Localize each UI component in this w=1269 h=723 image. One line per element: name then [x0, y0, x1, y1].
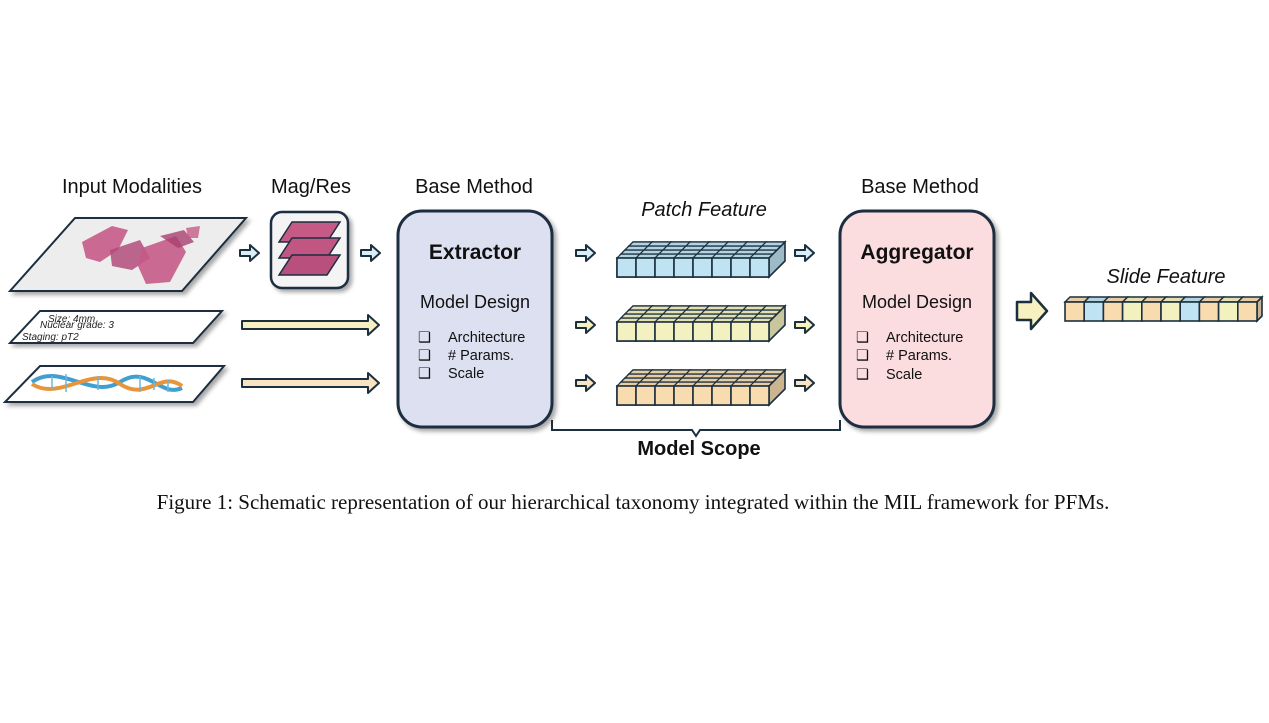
aggregator-item-architecture: Architecture: [886, 330, 963, 346]
aggregator-item-params: # Params.: [886, 348, 952, 364]
mag-res-stack-icon: [277, 221, 342, 276]
slide-feature-cell: [1083, 301, 1105, 322]
aggregator-model-design: Model Design: [862, 292, 972, 312]
patch-orange-to-aggregator-arrow-icon: [794, 374, 815, 392]
checkbox-icon: ❑: [418, 366, 431, 382]
metadata-size: Size: 4mm: [48, 314, 95, 325]
checkbox-icon: ❑: [856, 367, 869, 383]
aggregator-item-scale: Scale: [886, 367, 922, 383]
extractor-item-architecture: Architecture: [448, 330, 525, 346]
slide-feature-cell: [1217, 301, 1239, 322]
mag-res-header: Mag/Res: [271, 176, 351, 198]
dna-helix-icon: [30, 374, 184, 392]
checkbox-icon: ❑: [418, 348, 431, 364]
extractor-to-patch-blue-arrow-icon: [575, 244, 596, 262]
extractor-to-patch-orange-arrow-icon: [575, 374, 596, 392]
slide-feature-cell: [1141, 301, 1162, 322]
input-modalities-header: Input Modalities: [62, 176, 202, 198]
slide-feature-cell: [1121, 301, 1143, 322]
patch-feature-grid-blue: [615, 240, 787, 279]
metadata-card: [7, 310, 225, 344]
slide-feature-header: Slide Feature: [1107, 266, 1226, 288]
slide-feature-arrow: [1015, 291, 1049, 331]
aggregator-item-list: ❑ Architecture ❑ # Params. ❑ Scale: [856, 330, 963, 383]
checkbox-icon: ❑: [856, 330, 869, 346]
slide-feature-cell: [1160, 301, 1182, 322]
metadata-nuclear-grade: Nuclear grade: 3: [40, 320, 114, 331]
extractor-item-list: ❑ Architecture ❑ # Params. ❑ Scale: [418, 330, 525, 382]
metadata-staging: Staging: pT2: [22, 332, 79, 343]
metadata-long-arrow: [241, 314, 380, 336]
magres-to-extractor-arrow-icon: [360, 244, 381, 262]
extractor-item-params: # Params.: [448, 348, 514, 364]
slide-feature-cell: [1179, 301, 1201, 322]
aggregator-title: Aggregator: [860, 241, 973, 264]
extractor-item-scale: Scale: [448, 366, 484, 382]
extractor-title: Extractor: [429, 241, 521, 264]
base-method-left-header: Base Method: [415, 176, 533, 198]
patch-feature-grid-orange: [615, 368, 787, 407]
checkbox-icon: ❑: [418, 330, 431, 346]
wsi-tissue-image: [82, 226, 200, 284]
extractor-to-patch-yellow-arrow-icon: [575, 316, 596, 334]
extractor-box: [396, 209, 554, 429]
model-scope-label: Model Scope: [637, 438, 760, 460]
extractor-model-design: Model Design: [420, 292, 530, 312]
aggregator-box: [838, 209, 996, 429]
slide-feature-cell: [1198, 301, 1220, 322]
checkbox-icon: ❑: [856, 348, 869, 364]
genomics-long-arrow: [241, 372, 380, 394]
model-scope-bracket: [551, 420, 841, 438]
slide-feature-cell: [1102, 301, 1124, 322]
figure-caption: Figure 1: Schematic representation of ou…: [157, 490, 1110, 514]
patch-feature-grid-yellow: [615, 304, 787, 343]
slide-feature-cell: [1064, 301, 1086, 322]
slide-feature-cell: [1237, 301, 1258, 322]
patch-feature-header: Patch Feature: [641, 199, 767, 221]
slide-feature-vector: [1063, 295, 1264, 323]
patch-yellow-to-aggregator-arrow-icon: [794, 316, 815, 334]
base-method-right-header: Base Method: [861, 176, 979, 198]
patch-blue-to-aggregator-arrow-icon: [794, 244, 815, 262]
wsi-to-magres-arrow-icon: [239, 244, 260, 262]
